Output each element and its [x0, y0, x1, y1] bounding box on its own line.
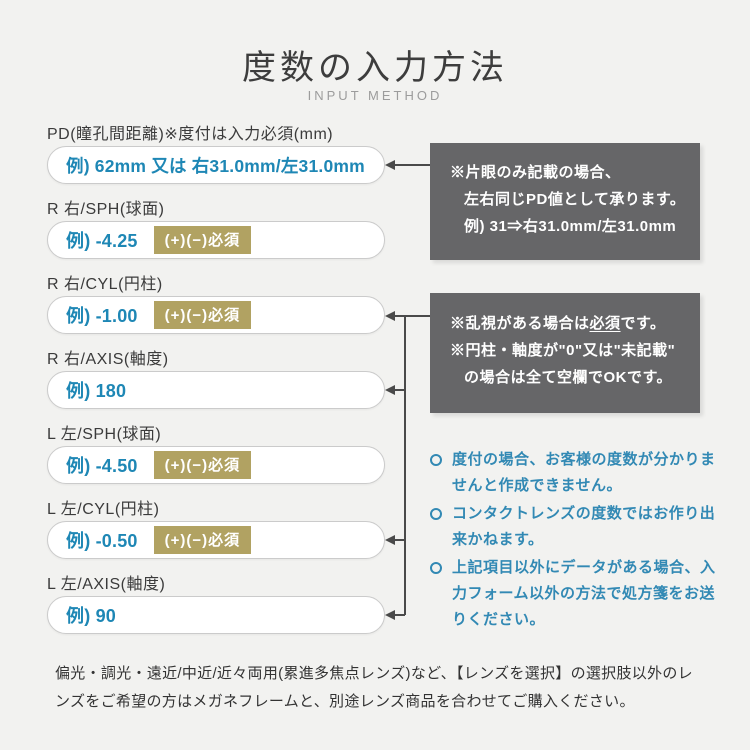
cyl-axis-note-callout: ※乱視がある場合は必須です。 ※円柱・軸度が"0"又は"未記載" の場合は全て空… [430, 293, 700, 413]
cyl-axis-note-line: ※乱視がある場合は必須です。 [450, 315, 666, 332]
field-label-pd: PD(瞳孔間距離)※度付は入力必須(mm) [47, 126, 334, 143]
field-example-l-axis: 例) 90 [66, 606, 117, 626]
cyl-axis-note-line: の場合は全て空欄でOKです。 [464, 369, 673, 386]
field-label-r-axis: R 右/AXIS(軸度) [47, 351, 169, 368]
field-label-l-sph: L 左/SPH(球面) [47, 426, 162, 443]
field-box-r-axis: 例) 180 [47, 371, 385, 409]
note-text: 上記項目以外にデータがある場合、入力フォーム以外の方法で処方箋をお送りください。 [452, 559, 716, 628]
footer-note: 偏光・調光・遠近/中近/近々両用(累進多焦点レンズ)など、【レンズを選択】の選択… [55, 665, 693, 710]
field-row-l-sph: L 左/SPH(球面) 例) -4.50 (+)(−)必須 [47, 420, 385, 484]
field-box-pd: 例) 62mm 又は 右31.0mm/左31.0mm [47, 146, 385, 184]
field-box-l-sph: 例) -4.50 (+)(−)必須 [47, 446, 385, 484]
field-label-r-cyl: R 右/CYL(円柱) [47, 276, 163, 293]
plus-minus-required-badge: (+)(−)必須 [153, 451, 252, 479]
field-example-pd: 例) 62mm 又は 右31.0mm/左31.0mm [66, 155, 365, 176]
list-item: 度付の場合、お客様の度数が分かりませんと作成できません。 [430, 447, 726, 499]
field-row-pd: PD(瞳孔間距離)※度付は入力必須(mm) 例) 62mm 又は 右31.0mm… [47, 120, 385, 184]
bullet-circle-icon [430, 562, 442, 574]
pd-note-line: ※片眼のみ記載の場合、 [450, 164, 621, 181]
page-title: 度数の入力方法 [242, 49, 508, 87]
field-label-r-sph: R 右/SPH(球面) [47, 201, 165, 218]
pd-note-callout: ※片眼のみ記載の場合、 左右同じPD値として承ります。 例) 31⇒右31.0m… [430, 143, 700, 260]
field-row-r-sph: R 右/SPH(球面) 例) -4.25 (+)(−)必須 [47, 195, 385, 259]
field-box-l-cyl: 例) -0.50 (+)(−)必須 [47, 521, 385, 559]
field-label-l-cyl: L 左/CYL(円柱) [47, 501, 160, 518]
field-row-l-cyl: L 左/CYL(円柱) 例) -0.50 (+)(−)必須 [47, 495, 385, 559]
list-item: コンタクトレンズの度数ではお作り出来かねます。 [430, 501, 726, 553]
field-box-r-cyl: 例) -1.00 (+)(−)必須 [47, 296, 385, 334]
list-item: 上記項目以外にデータがある場合、入力フォーム以外の方法で処方箋をお送りください。 [430, 555, 726, 633]
field-row-r-axis: R 右/AXIS(軸度) 例) 180 [47, 345, 385, 409]
arrowhead-icon [385, 610, 395, 620]
pd-note-line: 左右同じPD値として承ります。 [464, 191, 686, 208]
plus-minus-required-badge: (+)(−)必須 [153, 226, 252, 254]
bullet-circle-icon [430, 508, 442, 520]
required-underlined-text: 必須 [589, 315, 621, 332]
field-example-r-axis: 例) 180 [66, 381, 127, 401]
note-text: 度付の場合、お客様の度数が分かりませんと作成できません。 [452, 451, 716, 494]
field-example-l-cyl: 例) -0.50 [66, 531, 138, 551]
arrowhead-icon [385, 385, 395, 395]
bullet-circle-icon [430, 454, 442, 466]
field-row-l-axis: L 左/AXIS(軸度) 例) 90 [47, 570, 385, 634]
cyl-axis-note-line: ※円柱・軸度が"0"又は"未記載" [450, 342, 676, 359]
arrowhead-icon [385, 311, 395, 321]
field-box-r-sph: 例) -4.25 (+)(−)必須 [47, 221, 385, 259]
plus-minus-required-badge: (+)(−)必須 [153, 301, 252, 329]
field-row-r-cyl: R 右/CYL(円柱) 例) -1.00 (+)(−)必須 [47, 270, 385, 334]
notes-list: 度付の場合、お客様の度数が分かりませんと作成できません。 コンタクトレンズの度数… [430, 447, 726, 635]
field-label-l-axis: L 左/AXIS(軸度) [47, 576, 166, 593]
plus-minus-required-badge: (+)(−)必須 [153, 526, 252, 554]
pd-note-line: 例) 31⇒右31.0mm/左31.0mm [464, 218, 677, 235]
page-subtitle: INPUT METHOD [307, 88, 443, 103]
field-example-l-sph: 例) -4.50 [66, 456, 138, 476]
arrowhead-icon [385, 160, 395, 170]
note-text: コンタクトレンズの度数ではお作り出来かねます。 [452, 505, 716, 548]
arrowhead-icon [385, 535, 395, 545]
field-box-l-axis: 例) 90 [47, 596, 385, 634]
field-example-r-cyl: 例) -1.00 [66, 306, 138, 326]
field-example-r-sph: 例) -4.25 [66, 231, 138, 251]
